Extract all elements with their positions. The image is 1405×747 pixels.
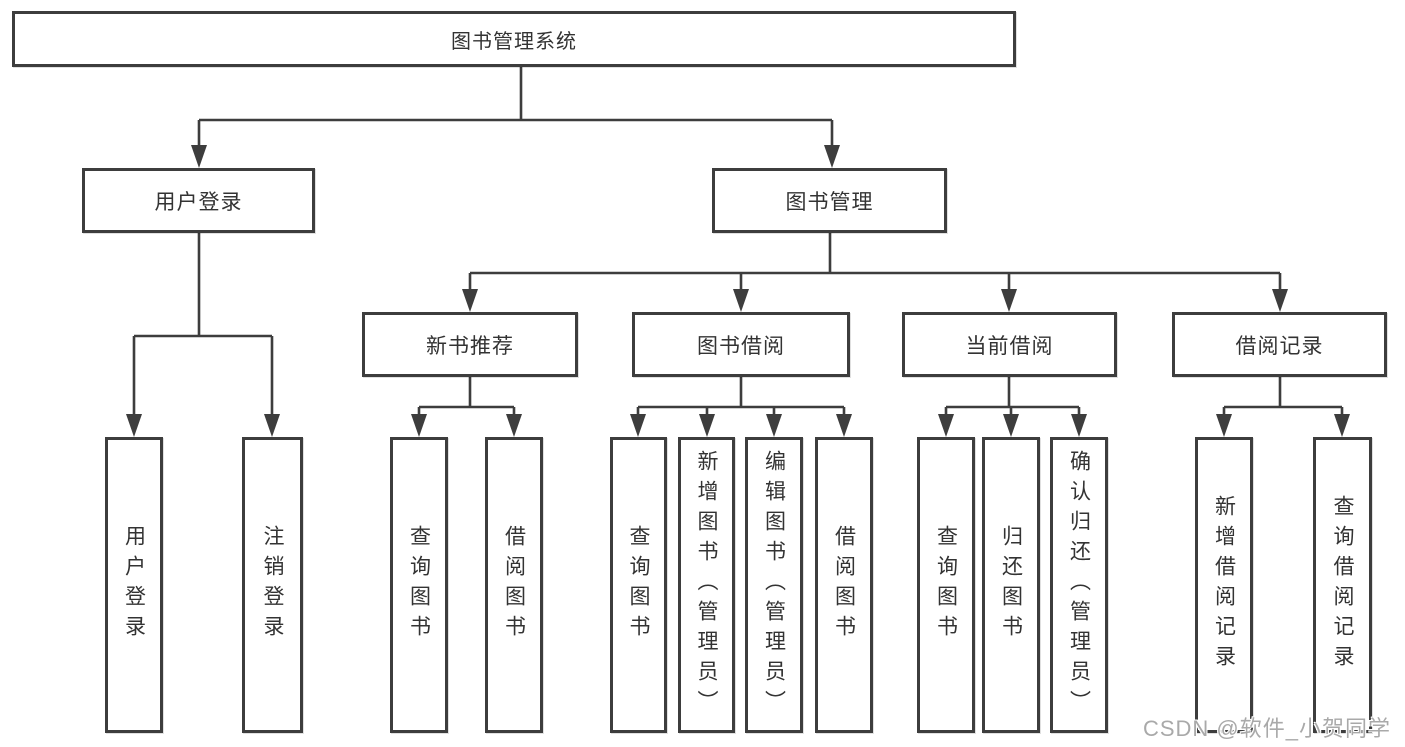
node-label: 图书管理系统 bbox=[451, 30, 577, 53]
node-edit-books-admin: 编辑图书（管理员） bbox=[745, 437, 803, 733]
node-label: 借阅图书 bbox=[832, 525, 856, 645]
node-label: 查询图书 bbox=[934, 525, 958, 645]
node-label: 新书推荐 bbox=[426, 334, 514, 358]
node-library-management-system: 图书管理系统 bbox=[12, 11, 1016, 67]
node-label: 图书管理 bbox=[785, 190, 874, 214]
node-label: 查询图书 bbox=[407, 525, 431, 645]
node-label: 归还图书 bbox=[999, 525, 1023, 645]
node-return-books: 归还图书 bbox=[982, 437, 1040, 733]
node-label: 查询借阅记录 bbox=[1331, 495, 1354, 675]
node-logout: 注销登录 bbox=[242, 437, 303, 733]
node-borrow-books-recommend: 借阅图书 bbox=[485, 437, 543, 733]
node-label: 查询图书 bbox=[627, 525, 650, 645]
node-label: 当前借阅 bbox=[965, 334, 1054, 358]
node-user-login-leaf: 用户登录 bbox=[105, 437, 163, 733]
node-label: 编辑图书（管理员） bbox=[762, 450, 786, 720]
node-confirm-return-admin: 确认归还（管理员） bbox=[1050, 437, 1108, 733]
node-label: 新增借阅记录 bbox=[1212, 495, 1236, 675]
node-user-login: 用户登录 bbox=[82, 168, 315, 233]
node-query-books-recommend: 查询图书 bbox=[390, 437, 448, 733]
node-query-books-current: 查询图书 bbox=[917, 437, 975, 733]
node-add-borrow-record: 新增借阅记录 bbox=[1195, 437, 1253, 733]
node-query-books-borrow: 查询图书 bbox=[610, 437, 667, 733]
node-borrow-books-leaf: 借阅图书 bbox=[815, 437, 873, 733]
node-label: 新增图书（管理员） bbox=[695, 450, 718, 720]
node-label: 借阅图书 bbox=[502, 525, 526, 645]
csdn-watermark: CSDN @软件_小贺同学 bbox=[1142, 716, 1391, 741]
node-borrowing-records: 借阅记录 bbox=[1172, 312, 1387, 377]
arrowhead-icons bbox=[126, 145, 1350, 437]
node-label: 借阅记录 bbox=[1235, 334, 1324, 358]
node-label: 图书借阅 bbox=[697, 334, 785, 358]
node-label: 用户登录 bbox=[154, 190, 243, 214]
node-new-book-recommendation: 新书推荐 bbox=[362, 312, 578, 377]
node-book-borrowing: 图书借阅 bbox=[632, 312, 850, 377]
node-label: 用户登录 bbox=[122, 525, 146, 645]
node-label: 确认归还（管理员） bbox=[1067, 450, 1091, 720]
node-book-management: 图书管理 bbox=[712, 168, 947, 233]
node-label: 注销登录 bbox=[261, 525, 284, 645]
node-current-borrowing: 当前借阅 bbox=[902, 312, 1117, 377]
node-query-borrow-record: 查询借阅记录 bbox=[1313, 437, 1372, 733]
node-add-books-admin: 新增图书（管理员） bbox=[678, 437, 735, 733]
